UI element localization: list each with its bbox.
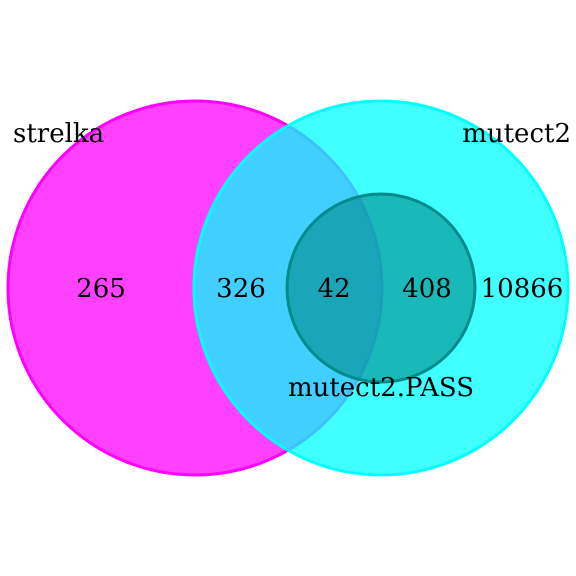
strelka-label: strelka xyxy=(13,119,104,149)
mutect2-pass-only-count: 408 xyxy=(402,274,452,304)
mutect2-pass-label: mutect2.PASS xyxy=(288,373,474,403)
strelka-only-count: 265 xyxy=(76,274,126,304)
mutect2-only-count: 10866 xyxy=(481,274,564,304)
mutect2-label: mutect2 xyxy=(462,119,571,149)
strelka-mutect2-pass-count: 42 xyxy=(317,274,350,304)
mutect2-pass-circle xyxy=(285,192,477,384)
strelka-mutect2-count: 326 xyxy=(216,274,266,304)
